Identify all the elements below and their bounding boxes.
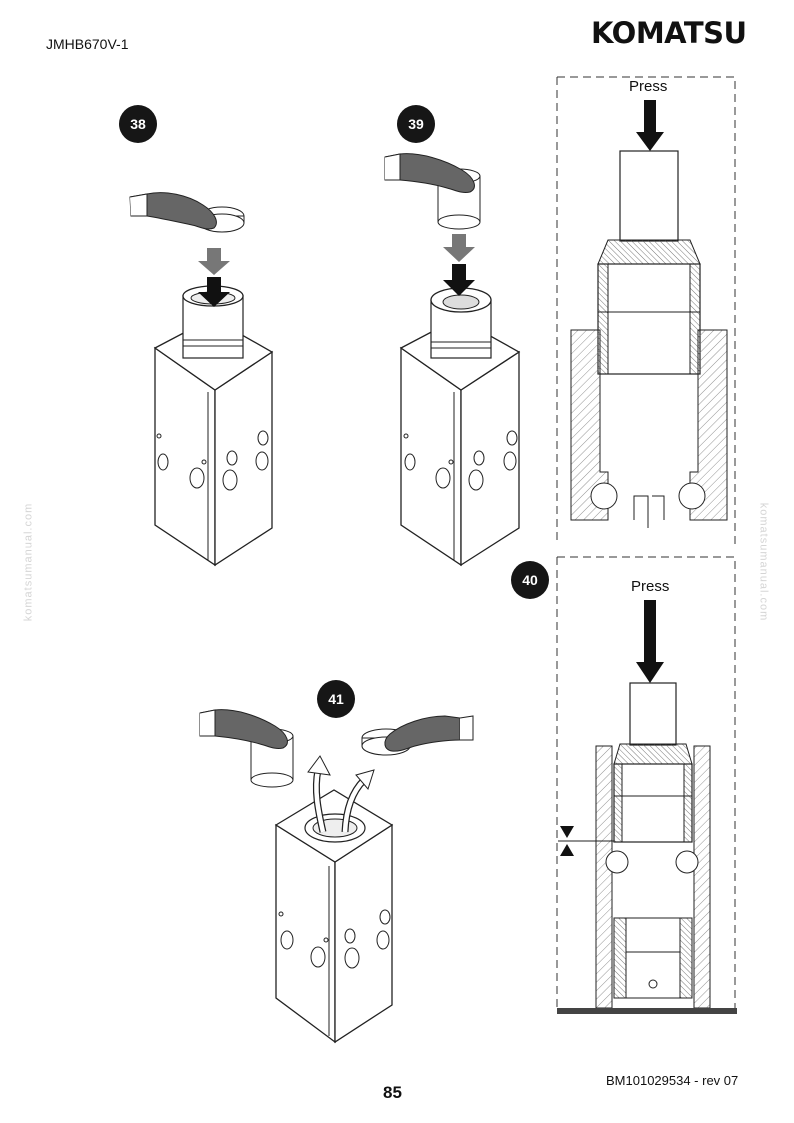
step-39-illustration	[384, 153, 521, 567]
page-number: 85	[383, 1083, 402, 1102]
step-38-illustration	[129, 192, 274, 567]
document-revision: BM101029534 - rev 07	[606, 1073, 739, 1088]
step-41-badge: 41	[317, 680, 355, 718]
step-41-illustration	[199, 709, 474, 1044]
step-38-badge: 38	[119, 105, 157, 143]
document-code: JMHB670V-1	[46, 36, 129, 52]
press-label-top: Press	[629, 78, 668, 95]
press-label-bottom: Press	[631, 578, 670, 595]
step-40-section-bottom	[556, 556, 737, 1014]
step-39-badge: 39	[397, 105, 435, 143]
watermark-right: komatsumanual.com	[757, 502, 770, 622]
watermark-left: komatsumanual.com	[22, 502, 35, 622]
komatsu-logo: KOMATSU	[591, 16, 747, 50]
step-40-section-top	[556, 76, 736, 545]
step-40-badge: 40	[511, 561, 549, 599]
